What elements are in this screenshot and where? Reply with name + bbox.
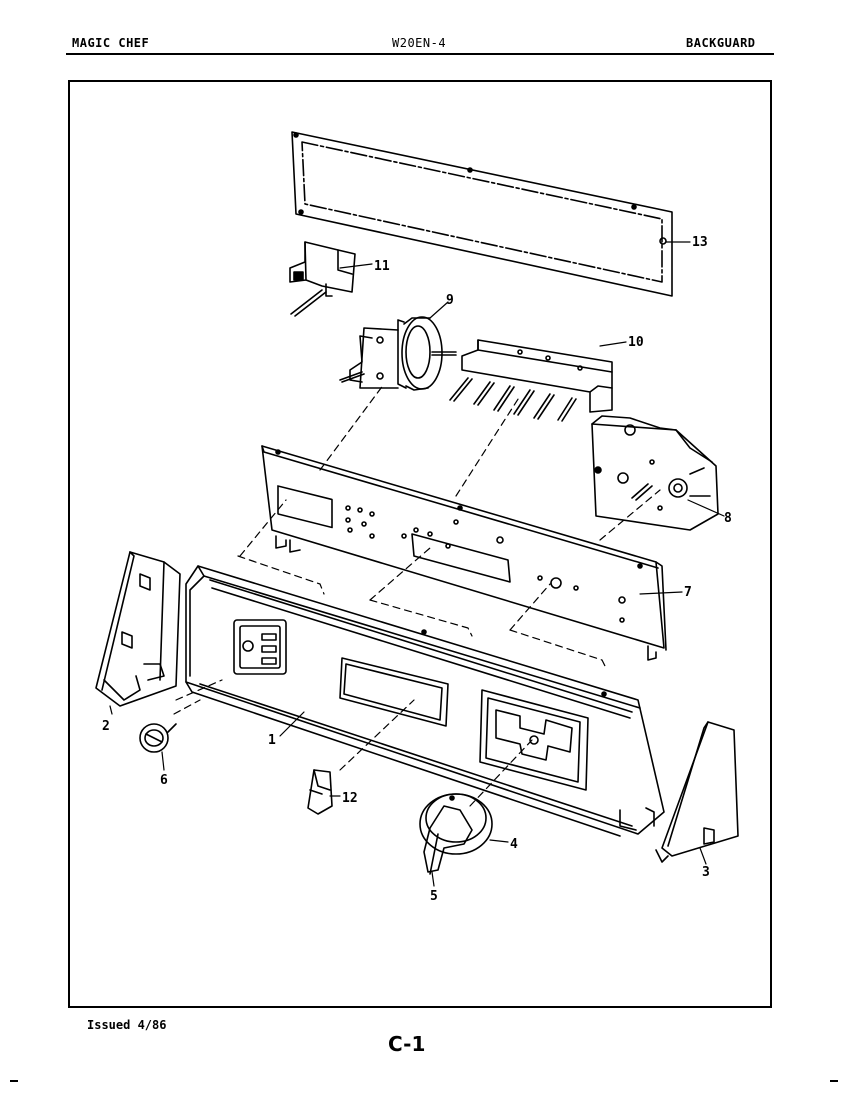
part-1-console	[185, 565, 665, 837]
margin-tick-right	[830, 1080, 838, 1082]
part-2-left-end-cap	[95, 551, 181, 707]
callout-2: 2	[102, 719, 110, 734]
part-10-switch-bank	[449, 339, 613, 422]
margin-tick-left	[10, 1080, 18, 1082]
header-model: W20EN-4	[392, 36, 447, 50]
callout-9: 9	[446, 293, 454, 308]
header-brand: MAGIC CHEF	[72, 36, 150, 50]
part-3-right-end-cap	[655, 721, 739, 863]
callout-5: 5	[430, 889, 438, 904]
callout-13: 13	[692, 235, 708, 250]
assembly-lines	[173, 383, 661, 807]
callout-4: 4	[510, 837, 518, 852]
callout-1: 1	[268, 733, 276, 748]
callout-6: 6	[160, 773, 168, 788]
callout-8: 8	[724, 511, 732, 526]
part-4-5-large-knob	[419, 793, 493, 875]
part-12-knob-insert	[307, 769, 333, 815]
part-7-rear-panel	[261, 445, 667, 661]
part-11-switch	[289, 241, 356, 317]
part-8-control-housing	[591, 415, 719, 531]
callout-10: 10	[628, 335, 644, 350]
callout-12: 12	[342, 791, 358, 806]
callout-7: 7	[684, 585, 692, 600]
header-rule	[66, 53, 774, 55]
diagram-frame	[68, 80, 772, 1008]
header-section: BACKGUARD	[686, 36, 756, 50]
part-13-gasket	[291, 131, 673, 297]
callout-11: 11	[374, 259, 390, 274]
issued-date: Issued 4/86	[87, 1018, 167, 1032]
part-6-small-knob	[139, 723, 177, 753]
page-code: C-1	[388, 1032, 426, 1056]
part-9-timer-motor	[339, 316, 457, 391]
leader-lines	[109, 241, 725, 887]
callout-3: 3	[702, 865, 710, 880]
